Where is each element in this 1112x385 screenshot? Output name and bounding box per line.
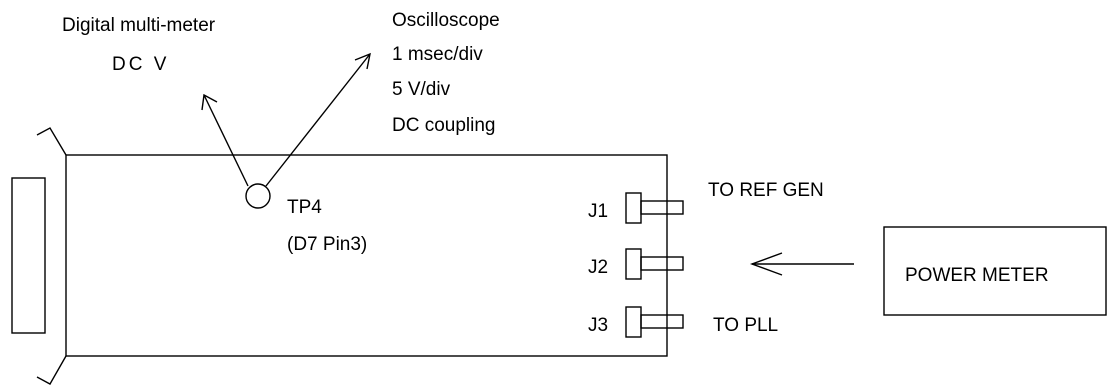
j1-destination: TO REF GEN <box>708 180 824 201</box>
multimeter-title: Digital multi-meter <box>62 15 216 36</box>
connector-label: J2 <box>588 257 608 278</box>
connector-label: J3 <box>588 315 608 336</box>
edge-connector <box>11 177 46 334</box>
board-edge-handle <box>11 127 67 385</box>
board-outline <box>65 154 668 357</box>
tp4-name: TP4 <box>287 197 322 218</box>
oscilloscope-setting: 5 V/div <box>392 79 451 100</box>
oscilloscope-setting: 1 msec/div <box>392 44 483 65</box>
connector-label: J1 <box>588 201 608 222</box>
connector-housing <box>625 192 642 224</box>
edge-bracket-top <box>36 127 67 156</box>
oscilloscope-probe-arrow <box>265 52 371 187</box>
connector-j1: J1 <box>588 192 684 224</box>
power-meter-arrow <box>749 252 854 276</box>
power-meter-box <box>883 226 1107 316</box>
connector-j3: J3 <box>588 306 684 338</box>
edge-bracket-bottom <box>36 355 67 385</box>
oscilloscope-setting: DC coupling <box>392 115 496 136</box>
multimeter-probe-arrow <box>201 93 249 187</box>
oscilloscope-title: Oscilloscope <box>392 10 500 31</box>
connector-housing <box>625 248 642 280</box>
connector-plug <box>640 256 684 271</box>
connector-j2: J2 <box>588 248 684 280</box>
j3-destination: TO PLL <box>713 315 778 336</box>
connector-plug <box>640 314 684 329</box>
power-meter-label: POWER METER <box>905 265 1049 286</box>
connector-housing <box>625 306 642 338</box>
tp4-marker <box>245 183 271 209</box>
connector-plug <box>640 200 684 215</box>
tp4-detail: (D7 Pin3) <box>287 234 367 255</box>
multimeter-mode: DC V <box>112 54 169 75</box>
